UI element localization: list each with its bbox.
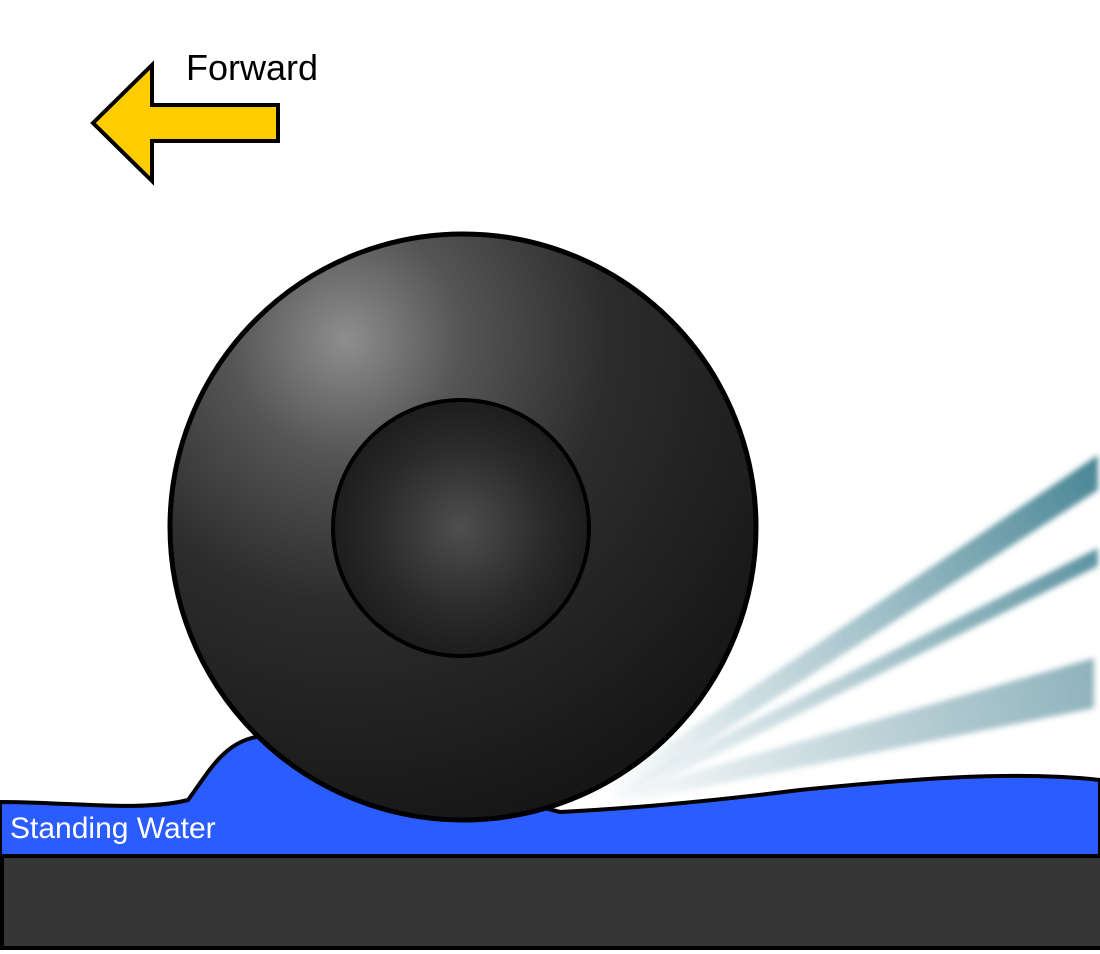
water-spray xyxy=(595,455,1098,803)
standing-water-label: Standing Water xyxy=(10,812,216,845)
wheel-hub xyxy=(331,398,591,658)
road-surface xyxy=(0,854,1100,950)
forward-label: Forward xyxy=(186,47,319,88)
left-arrow-icon xyxy=(90,60,280,186)
spray-jet-lower xyxy=(595,658,1094,803)
spray-jet-middle xyxy=(605,548,1098,800)
spray-jet-upper xyxy=(600,455,1098,795)
standing-water-layer xyxy=(0,734,1100,858)
